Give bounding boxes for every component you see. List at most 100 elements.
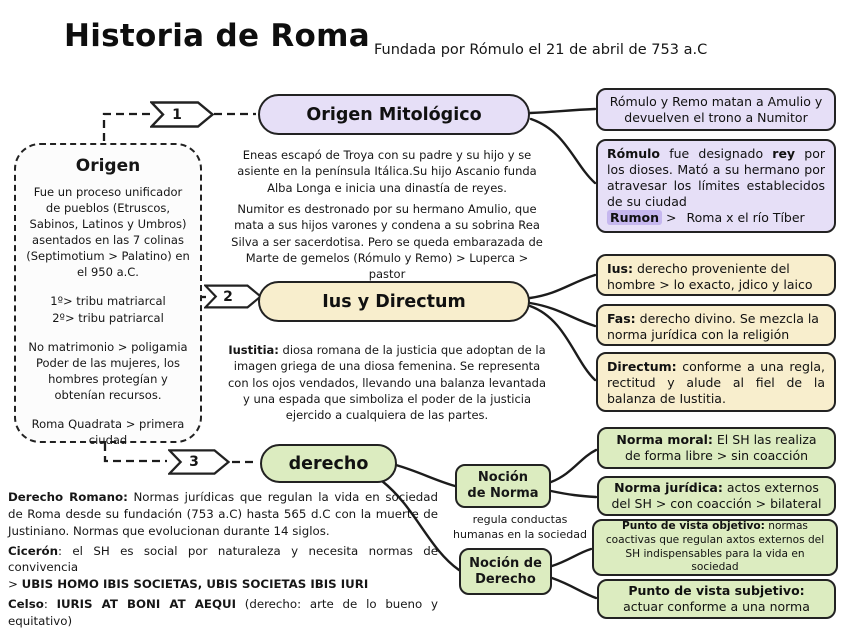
note-lead: Norma jurídica: <box>614 480 723 495</box>
nocion-de-norma-line1: Noción <box>477 470 529 486</box>
connector-norma-to-juridica <box>549 489 598 499</box>
note-text-segment: actuar conforme a una norma <box>623 599 810 614</box>
connector-pill2-to-directum <box>528 304 597 382</box>
rumon-line: Rumon > Roma x el río Tíber <box>607 210 825 226</box>
note-norma-juridica: Norma jurídica: actos externos del SH > … <box>597 476 836 516</box>
pill-derecho-label: derecho <box>288 453 369 474</box>
pill-derecho: derecho <box>260 444 397 483</box>
origen-paragraph: Roma Quadrata > primera ciudad <box>31 416 185 447</box>
iustitia-lead: Iustitia: <box>228 343 279 357</box>
note-norma-moral: Norma moral: El SH las realiza de forma … <box>597 427 836 469</box>
marker-2: 2 <box>204 283 262 310</box>
note-norma-moral-text: Norma moral: El SH las realiza de forma … <box>608 432 825 464</box>
nocion-de-norma-line2: de Norma <box>467 486 539 501</box>
origen-paragraph: Poder de las mujeres, los hombres proteg… <box>35 356 181 402</box>
connector-derecho-to-nocion-norma <box>394 463 457 488</box>
rumon-highlight: Rumon <box>607 210 663 225</box>
numitor-paragraph: Numitor es destronado por su hermano Amu… <box>231 201 543 282</box>
marker-3-number: 3 <box>189 454 199 470</box>
footnote-lead: Cicerón <box>8 543 59 558</box>
note-lead: Fas: <box>607 311 636 326</box>
marker-2-number: 2 <box>223 288 233 305</box>
connector-origen-to-marker3 <box>103 443 167 463</box>
note-lead: Directum: <box>607 359 677 374</box>
pill-ius-y-directum: Ius y Directum <box>258 281 530 322</box>
pennant-icon <box>168 449 230 475</box>
connector-derecho-to-nocion-derecho <box>380 479 461 572</box>
footnote-lead: Celso <box>8 597 44 612</box>
pennant-icon <box>204 284 262 309</box>
note-text-segment: > <box>662 210 677 225</box>
nocion-de-derecho-line1: Noción de <box>469 555 542 571</box>
note-lead: Punto de vista subjetivo: <box>628 583 805 598</box>
note-text-segment: fue designado <box>660 146 773 161</box>
note-punto-subjetivo: Punto de vista subjetivo: actuar conform… <box>597 579 836 619</box>
note-text-segment: El SH las realiza de forma libre > sin c… <box>624 432 817 463</box>
page-title: Historia de Roma <box>64 18 370 54</box>
footnote-text: : el SH es social por naturaleza y neces… <box>8 543 438 575</box>
nocion-de-norma-box: Noción de Norma <box>455 464 551 508</box>
pennant-icon <box>150 101 214 128</box>
note-lead: Norma moral: <box>616 432 713 447</box>
footnote-text: Normas jurídicas que regulan la vida en … <box>8 490 438 538</box>
connector-derecho-to-subjetivo <box>550 576 598 600</box>
derecho-romano-footnotes: Derecho Romano: Normas jurídicas que reg… <box>8 489 438 636</box>
note-ius: Ius: derecho proveniente del hombre > lo… <box>596 254 836 296</box>
note-text-segment: por los dioses. Mató a su hermano por at… <box>607 146 825 209</box>
connector-derecho-to-objetivo <box>550 547 593 568</box>
origen-box-title: Origen <box>75 156 141 176</box>
pill-origen-mitologico-label: Origen Mitológico <box>306 104 482 125</box>
connector-pill2-to-ius <box>528 273 597 300</box>
note-romulo-remo-text: Rómulo y Remo matan a Amulio y devuelven… <box>609 93 823 125</box>
note-lead: Ius: <box>607 261 633 276</box>
footnote-text: : vivir honestamente, no dañar al otro y… <box>59 634 432 636</box>
marker-1-number: 1 <box>172 106 182 123</box>
footnote-ulpiano: Ulpiano: vivir honestamente, no dañar al… <box>8 633 438 636</box>
note-punto-objetivo: Punto de vista objetivo: normas coactiva… <box>592 519 838 576</box>
eneas-paragraph: Eneas escapó de Troya con su padre y su … <box>237 148 537 195</box>
footnote-latin: UBIS HOMO IBIS SOCIETAS, UBIS SOCIETAS I… <box>21 577 369 592</box>
note-text-segment: derecho divino. Se mezcla la norma juríd… <box>607 311 819 342</box>
note-text-segment: Rómulo <box>607 146 661 161</box>
origen-paragraph: 1º> tribu matriarcal <box>50 293 166 308</box>
note-lead: Punto de vista objetivo: <box>622 520 765 533</box>
pill-origen-mitologico: Origen Mitológico <box>258 94 530 135</box>
marker-3: 3 <box>168 448 230 476</box>
origen-paragraph: 2º> tribu patriarcal <box>52 311 164 326</box>
note-text-segment: normas coactivas que regulan axtos exter… <box>605 520 825 574</box>
footnote-lead: Ulpiano <box>8 634 59 636</box>
marker-1: 1 <box>150 101 214 128</box>
connector-origen-to-marker1 <box>102 112 150 141</box>
pill-ius-y-directum-label: Ius y Directum <box>322 291 466 312</box>
connector-norma-to-moral <box>549 448 598 484</box>
iustitia-body: Iustitia: diosa romana de la justicia qu… <box>226 342 548 424</box>
note-text-segment: conforme a una regla, rectitud y alude a… <box>607 359 825 406</box>
note-text-segment: rey <box>772 146 796 161</box>
note-norma-juridica-text: Norma jurídica: actos externos del SH > … <box>608 480 825 512</box>
note-text-segment: actos externos del SH > con coacción > b… <box>611 480 822 511</box>
nocion-de-derecho-line2: Derecho <box>475 571 536 587</box>
note-punto-subjetivo-text: Punto de vista subjetivo: actuar conform… <box>608 583 825 615</box>
page-subtitle: Fundada por Rómulo el 21 de abril de 753… <box>374 42 708 58</box>
nocion-de-derecho-box: Noción de Derecho <box>459 548 552 595</box>
nocion-norma-subtext: regula conductas humanas en la sociedad <box>453 513 587 541</box>
note-romulo-remo: Rómulo y Remo matan a Amulio y devuelven… <box>596 88 836 131</box>
origen-mitologico-body: Eneas escapó de Troya con su padre y su … <box>226 147 548 283</box>
footnote-ciceron: Cicerón: el SH es social por naturaleza … <box>8 543 438 594</box>
footnote-text: > <box>8 577 22 592</box>
connector-pill2-to-fas <box>528 301 597 328</box>
connector-pill1-to-note1 <box>528 107 597 115</box>
note-directum: Directum: conforme a una regla, rectitud… <box>596 352 836 412</box>
note-romulo-rey: Rómulo fue designado rey por los dioses.… <box>596 139 836 233</box>
note-text-segment: Roma x el río Tíber <box>686 210 805 225</box>
note-punto-objetivo-text: Punto de vista objetivo: normas coactiva… <box>603 520 827 574</box>
origen-paragraph: No matrimonio > poligamia <box>28 340 188 355</box>
footnote-derecho-romano: Derecho Romano: Normas jurídicas que reg… <box>8 489 438 540</box>
footnote-latin: IURIS AT BONI AT AEQUI <box>56 597 236 612</box>
footnote-text: (derecho: arte de lo bueno y equitativo) <box>8 597 438 629</box>
iustitia-text: diosa romana de la justicia que adoptan … <box>227 343 547 423</box>
connector-pill1-to-note2 <box>529 117 597 185</box>
note-fas: Fas: derecho divino. Se mezcla la norma … <box>596 304 836 346</box>
